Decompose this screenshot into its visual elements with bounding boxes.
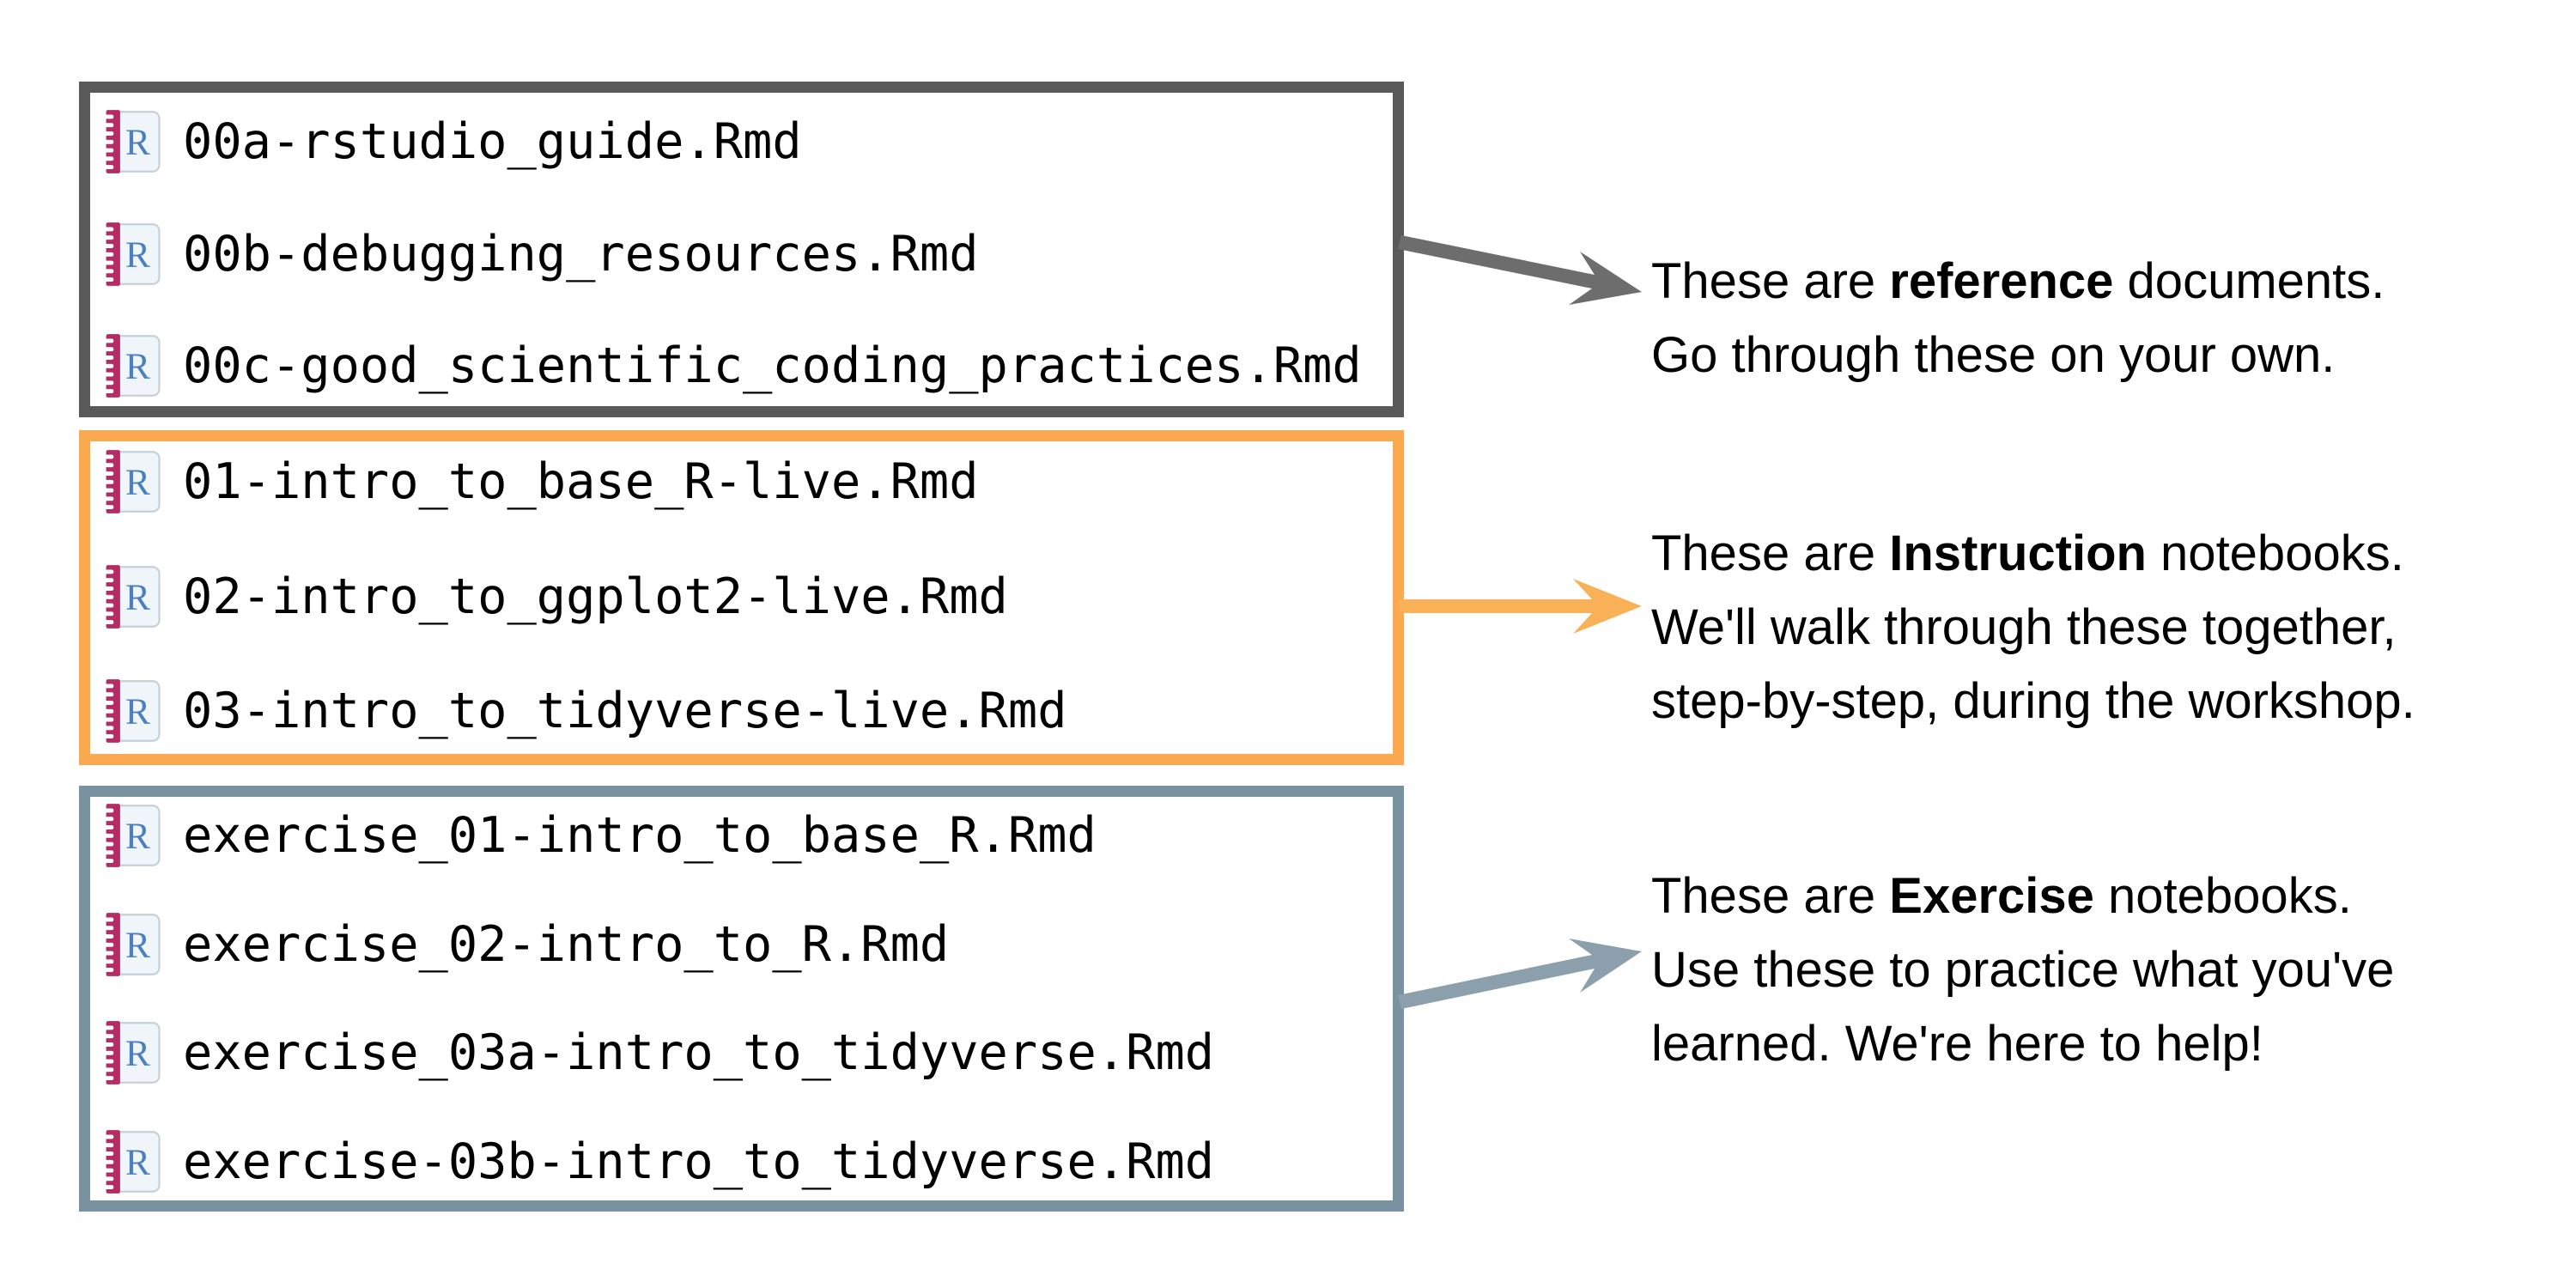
exercise-arrow bbox=[1398, 939, 1642, 1009]
rmarkdown-file-icon: R bbox=[104, 912, 161, 976]
file-row[interactable]: R 03-intro_to_tidyverse-live.Rmd bbox=[90, 672, 1393, 750]
rmarkdown-file-icon: R bbox=[104, 804, 161, 867]
svg-text:R: R bbox=[125, 577, 150, 618]
annotation-line: step-by-step, during the workshop. bbox=[1651, 673, 2415, 729]
annotation-line: Use these to practice what you've bbox=[1651, 942, 2395, 998]
rmarkdown-file-icon: R bbox=[104, 564, 161, 629]
reference-arrow bbox=[1398, 235, 1642, 305]
file-name: 02-intro_to_ggplot2-live.Rmd bbox=[183, 568, 1008, 625]
file-row[interactable]: R exercise_03a-intro_to_tidyverse.Rmd bbox=[90, 1014, 1393, 1091]
svg-text:R: R bbox=[125, 234, 150, 276]
annotation-line: learned. We're here to help! bbox=[1651, 1016, 2263, 1072]
annotation-line: Go through these on your own. bbox=[1651, 327, 2336, 383]
annotation-line: These are reference documents. bbox=[1651, 253, 2385, 309]
file-row[interactable]: R 01-intro_to_base_R-live.Rmd bbox=[90, 443, 1393, 520]
svg-text:R: R bbox=[125, 925, 150, 966]
svg-text:R: R bbox=[125, 1142, 150, 1183]
file-row[interactable]: R exercise_02-intro_to_R.Rmd bbox=[90, 906, 1393, 983]
instruction-annotation: These are Instruction notebooks. We'll w… bbox=[1651, 517, 2415, 738]
annotation-line: These are Exercise notebooks. bbox=[1651, 868, 2352, 924]
file-row[interactable]: R 00a-rstudio_guide.Rmd bbox=[90, 103, 1393, 180]
svg-text:R: R bbox=[125, 1034, 150, 1075]
file-name: exercise_03a-intro_to_tidyverse.Rmd bbox=[183, 1024, 1215, 1082]
exercise-files-box: R exercise_01-intro_to_base_R.Rmd R exer… bbox=[79, 786, 1404, 1212]
rmarkdown-file-icon: R bbox=[104, 450, 161, 513]
rmarkdown-file-icon: R bbox=[104, 110, 161, 173]
annotation-line: These are Instruction notebooks. bbox=[1651, 526, 2404, 581]
svg-text:R: R bbox=[125, 122, 150, 163]
file-name: exercise_02-intro_to_R.Rmd bbox=[183, 915, 950, 973]
rmarkdown-file-icon: R bbox=[104, 1021, 161, 1085]
exercise-annotation: These are Exercise notebooks. Use these … bbox=[1651, 860, 2394, 1081]
annotation-line: We'll walk through these together, bbox=[1651, 599, 2397, 655]
instruction-files-box: R 01-intro_to_base_R-live.Rmd R 02-intro… bbox=[79, 430, 1404, 765]
file-name: exercise_01-intro_to_base_R.Rmd bbox=[183, 807, 1097, 864]
rmarkdown-file-icon: R bbox=[104, 679, 161, 743]
reference-files-box: R 00a-rstudio_guide.Rmd R 00b-debugging_… bbox=[79, 82, 1404, 417]
svg-text:R: R bbox=[125, 816, 150, 857]
file-name: 00a-rstudio_guide.Rmd bbox=[183, 113, 802, 170]
file-name: 03-intro_to_tidyverse-live.Rmd bbox=[183, 683, 1067, 739]
file-row[interactable]: R 02-intro_to_ggplot2-live.Rmd bbox=[90, 558, 1393, 635]
file-row[interactable]: R 00c-good_scientific_coding_practices.R… bbox=[90, 327, 1393, 404]
file-name: exercise-03b-intro_to_tidyverse.Rmd bbox=[183, 1133, 1215, 1190]
instruction-arrow bbox=[1400, 579, 1642, 634]
reference-annotation: These are reference documents. Go throug… bbox=[1651, 245, 2385, 392]
rmarkdown-file-icon: R bbox=[104, 222, 161, 286]
file-name: 00c-good_scientific_coding_practices.Rmd bbox=[183, 337, 1362, 394]
file-row[interactable]: R 00b-debugging_resources.Rmd bbox=[90, 216, 1393, 293]
svg-text:R: R bbox=[125, 346, 150, 387]
file-row[interactable]: R exercise-03b-intro_to_tidyverse.Rmd bbox=[90, 1123, 1393, 1200]
file-row[interactable]: R exercise_01-intro_to_base_R.Rmd bbox=[90, 797, 1393, 874]
svg-text:R: R bbox=[125, 462, 150, 503]
file-name: 00b-debugging_resources.Rmd bbox=[183, 225, 979, 283]
rmarkdown-file-icon: R bbox=[104, 334, 161, 398]
svg-text:R: R bbox=[125, 691, 150, 732]
rmarkdown-file-icon: R bbox=[104, 1130, 161, 1194]
file-name: 01-intro_to_base_R-live.Rmd bbox=[183, 453, 979, 510]
